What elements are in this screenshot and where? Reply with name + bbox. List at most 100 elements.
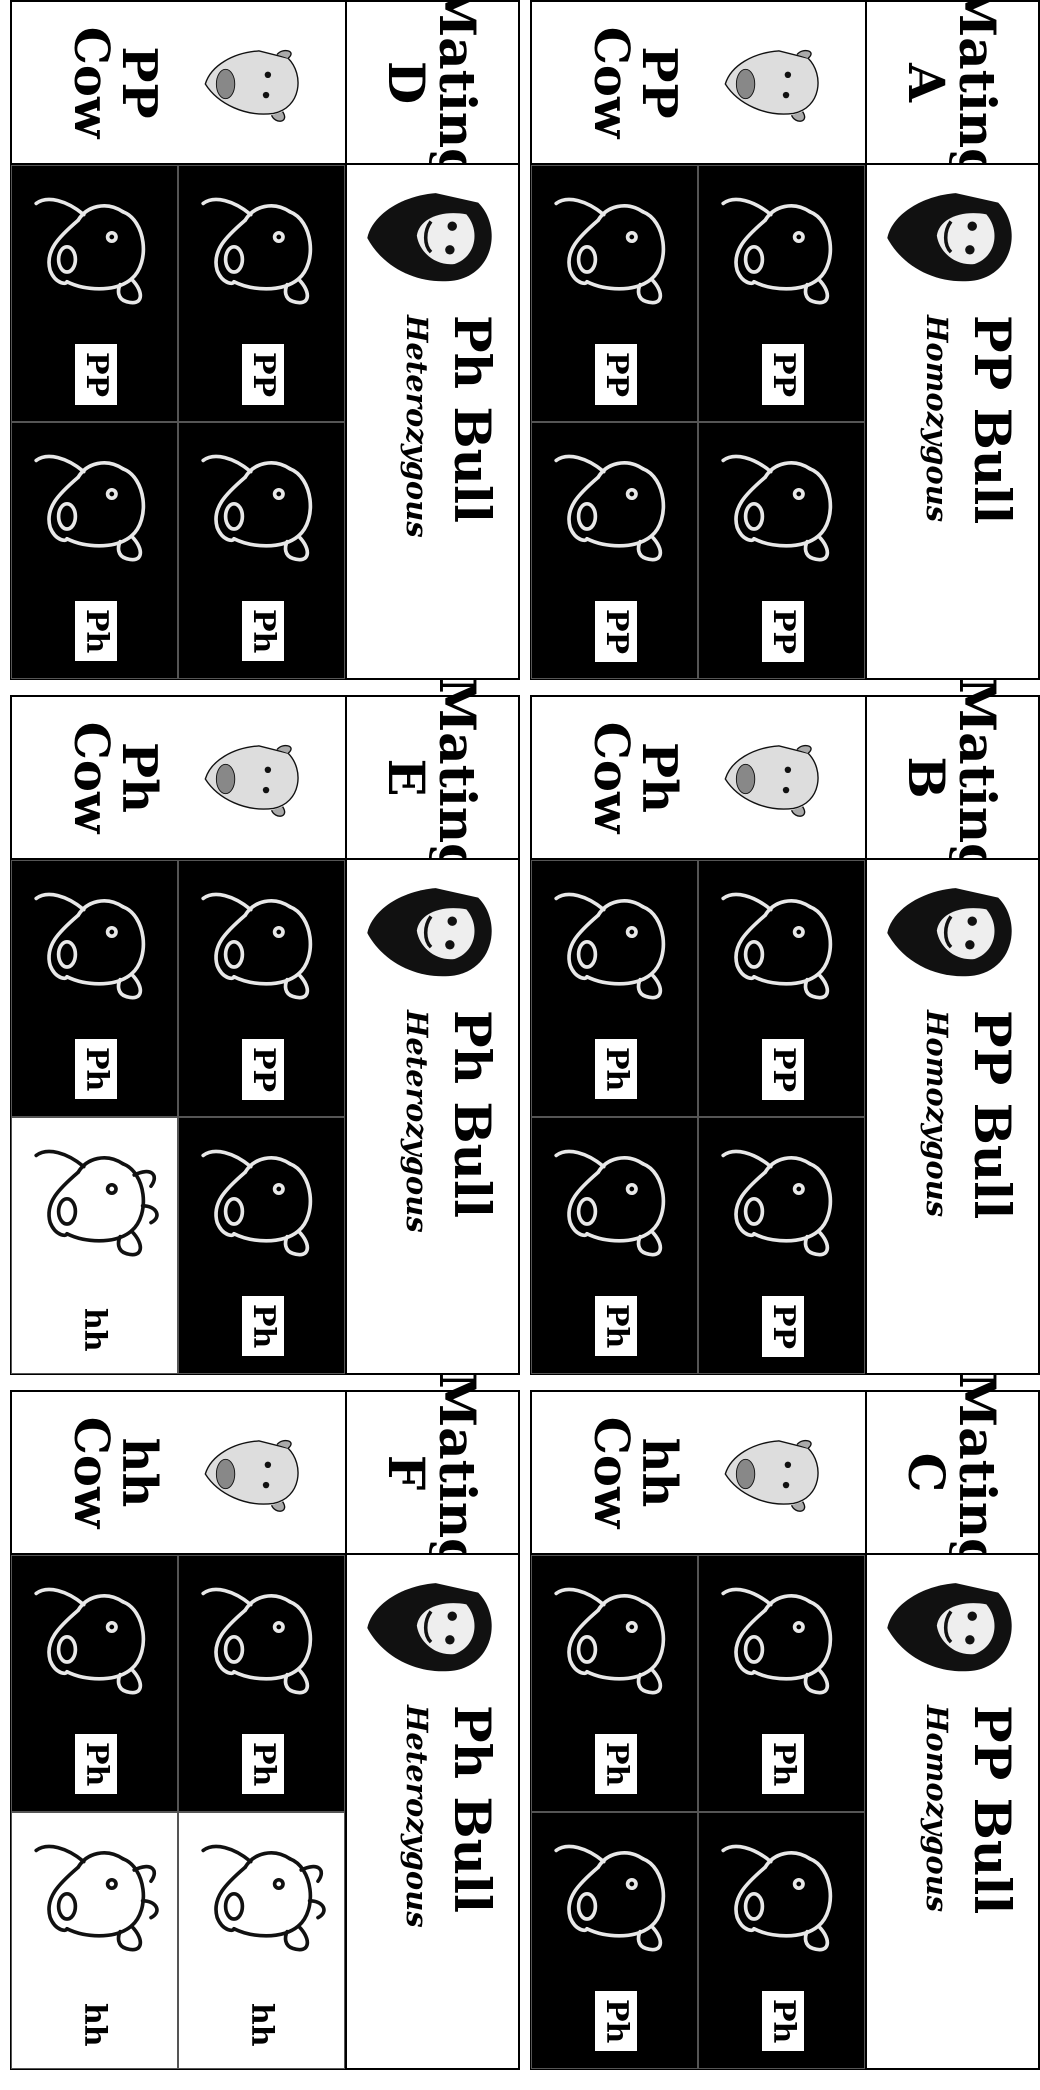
offspring-cell-polled: Ph — [531, 860, 698, 1117]
bull-genotype: Ph Bull — [446, 1010, 499, 1218]
polled-calf-icon — [712, 1823, 852, 1973]
offspring-genotype: Ph — [242, 601, 284, 661]
offspring-genotype: Ph — [595, 1039, 637, 1099]
cow-head-icon — [195, 1428, 315, 1520]
punnett-square: PP PP PP PP — [530, 165, 865, 680]
offspring-cell-polled: Ph — [531, 1812, 698, 2069]
offspring-cell-polled: Ph — [698, 1555, 865, 1812]
bull-genotype: Ph Bull — [446, 315, 499, 523]
polled-calf-icon — [545, 871, 685, 1021]
cow-head-icon — [195, 38, 315, 130]
horned-calf-icon — [25, 1823, 165, 1973]
bull-genotype: Ph Bull — [446, 1705, 499, 1913]
mating-word: Mating — [433, 677, 484, 878]
offspring-cell-polled: Ph — [531, 1555, 698, 1812]
offspring-genotype: PP — [242, 1039, 284, 1100]
mating-word: Mating — [953, 0, 1004, 183]
offspring-genotype: Ph — [75, 1734, 117, 1794]
mating-letter: B — [902, 756, 953, 798]
bull-parent: Ph Bull Heterozygous — [345, 1555, 520, 2070]
bull-head-icon — [356, 179, 506, 297]
offspring-cell-polled: PP — [531, 165, 698, 422]
polled-calf-icon — [192, 871, 332, 1021]
mating-word: Mating — [953, 677, 1004, 878]
bull-parent: Ph Bull Heterozygous — [345, 860, 520, 1375]
mating-letter: A — [902, 63, 953, 102]
mating-letter: E — [382, 758, 433, 796]
cow-parent: PP Cow — [10, 0, 345, 165]
cow-parent: PP Cow — [530, 0, 865, 165]
offspring-cell-polled: Ph — [178, 422, 345, 679]
mating-letter: F — [382, 1455, 433, 1491]
offspring-genotype: PP — [762, 344, 804, 405]
bull-genotype: PP Bull — [966, 315, 1019, 524]
offspring-genotype: PP — [595, 344, 637, 405]
bull-parent: PP Bull Homozygous — [865, 165, 1040, 680]
offspring-genotype: PP — [762, 1039, 804, 1100]
bull-head-icon — [356, 874, 506, 992]
offspring-genotype: Ph — [595, 1296, 637, 1356]
bull-parent: Ph Bull Heterozygous — [345, 165, 520, 680]
polled-calf-icon — [712, 1128, 852, 1278]
mating-word: Mating — [433, 1372, 484, 1573]
offspring-cell-polled: Ph — [11, 1555, 178, 1812]
offspring-genotype: hh — [79, 1308, 109, 1352]
offspring-genotype: PP — [762, 1296, 804, 1357]
cow-genotype: PP Cow — [67, 2, 163, 163]
bull-zygosity: Heterozygous — [400, 1705, 434, 1928]
polled-calf-icon — [192, 1566, 332, 1716]
offspring-genotype: PP — [762, 601, 804, 662]
cow-parent: hh Cow — [530, 1390, 865, 1555]
polled-calf-icon — [25, 1566, 165, 1716]
mating-word: Mating — [433, 0, 484, 183]
horned-calf-icon — [192, 1823, 332, 1973]
cow-parent: Ph Cow — [530, 695, 865, 860]
offspring-cell-polled: PP — [178, 860, 345, 1117]
bull-zygosity: Homozygous — [920, 315, 954, 522]
offspring-cell-horned: hh — [11, 1812, 178, 2069]
bull-parent: PP Bull Homozygous — [865, 1555, 1040, 2070]
bull-genotype: PP Bull — [966, 1705, 1019, 1914]
offspring-cell-polled: PP — [11, 165, 178, 422]
offspring-cell-polled: PP — [531, 422, 698, 679]
cow-head-icon — [195, 733, 315, 825]
offspring-cell-polled: PP — [178, 165, 345, 422]
offspring-cell-polled: Ph — [531, 1117, 698, 1374]
polled-calf-icon — [545, 1128, 685, 1278]
offspring-cell-horned: hh — [11, 1117, 178, 1374]
polled-calf-icon — [712, 176, 852, 326]
bull-zygosity: Homozygous — [920, 1705, 954, 1912]
bull-head-icon — [356, 1569, 506, 1687]
cow-genotype: hh Cow — [587, 1392, 683, 1553]
offspring-genotype: PP — [75, 344, 117, 405]
bull-zygosity: Heterozygous — [400, 315, 434, 538]
offspring-cell-polled: PP — [698, 165, 865, 422]
offspring-cell-polled: PP — [698, 422, 865, 679]
polled-calf-icon — [545, 433, 685, 583]
mating-word: Mating — [953, 1372, 1004, 1573]
offspring-genotype: Ph — [595, 1734, 637, 1794]
offspring-cell-polled: Ph — [178, 1555, 345, 1812]
bull-head-icon — [876, 874, 1026, 992]
cow-head-icon — [715, 38, 835, 130]
offspring-genotype: hh — [79, 2003, 109, 2047]
cow-genotype: PP Cow — [587, 2, 683, 163]
offspring-genotype: PP — [595, 601, 637, 662]
offspring-cell-horned: hh — [178, 1812, 345, 2069]
polled-calf-icon — [25, 176, 165, 326]
bull-zygosity: Heterozygous — [400, 1010, 434, 1233]
